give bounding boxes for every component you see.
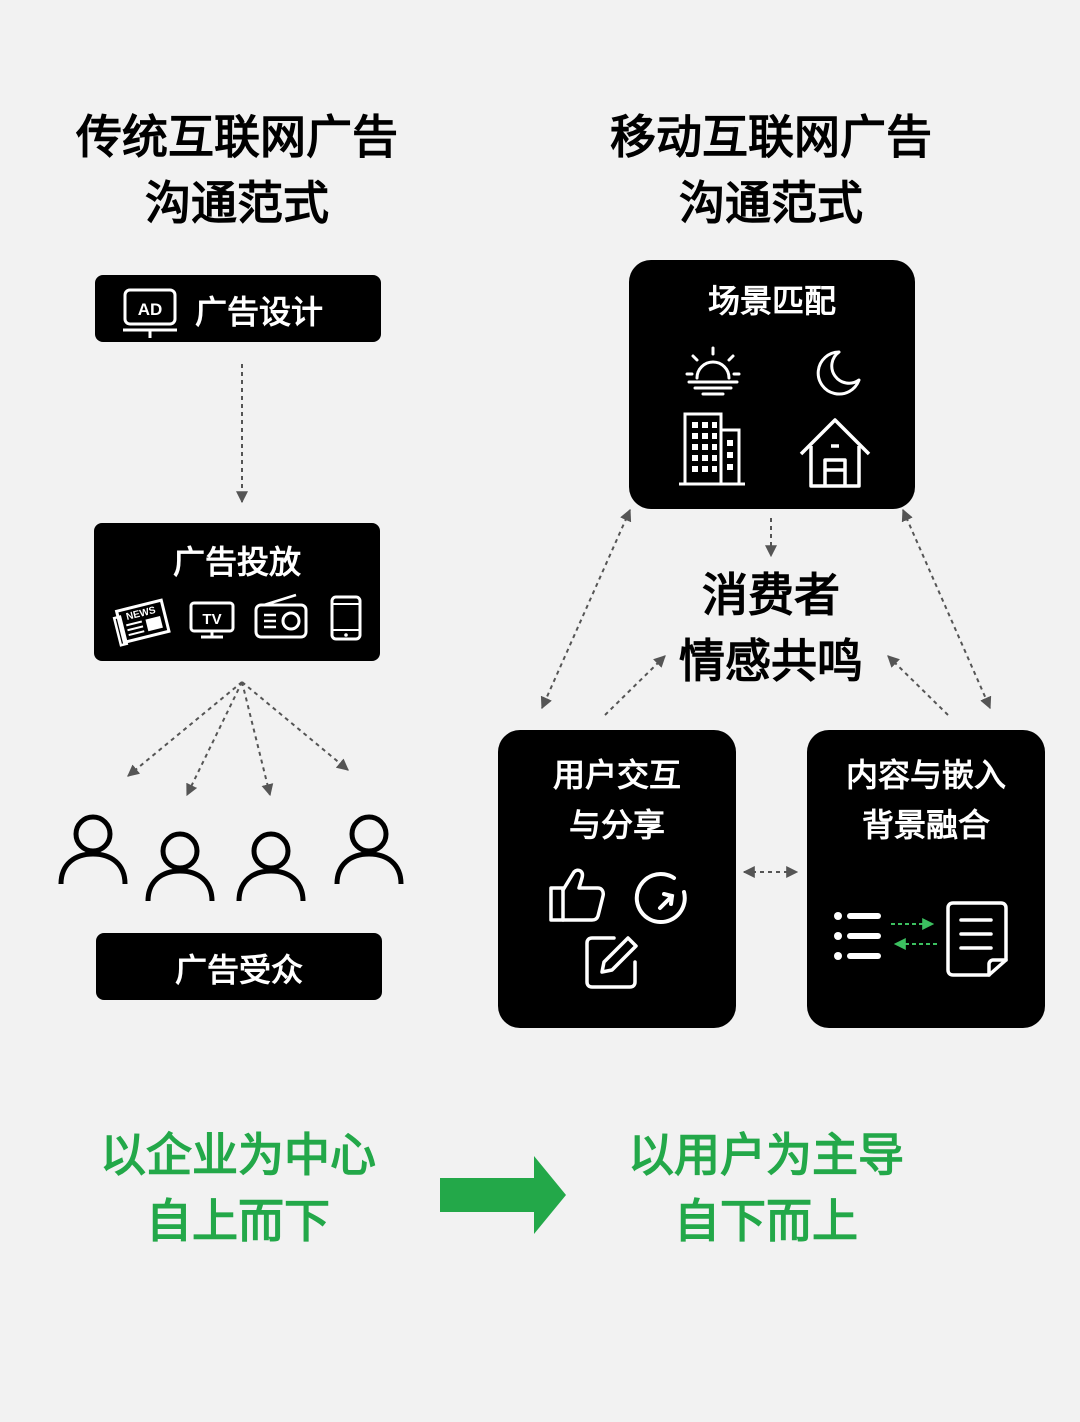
svg-text:AD: AD	[138, 300, 163, 319]
house-icon	[799, 418, 871, 488]
enterprise-centered-text: 以企业为中心 自上而下	[100, 1128, 376, 1248]
arrow-content-to-emotion	[887, 655, 949, 716]
ad-design-label: 广告设计	[195, 293, 324, 331]
arrow-to-audience-4	[241, 681, 349, 771]
ad-delivery-label: 广告投放	[172, 543, 301, 581]
ad-delivery-box: 广告投放 NEWS TV	[94, 523, 380, 661]
thumbs-up-icon	[549, 868, 605, 922]
content-fusion-box: 内容与嵌入 背景融合	[807, 730, 1045, 1028]
sunrise-icon	[685, 346, 741, 396]
arrow-to-audience-2	[186, 681, 243, 797]
person-icon	[145, 831, 215, 902]
moon-icon	[816, 350, 861, 396]
arrow-to-audience-3	[241, 681, 274, 797]
left-title: 传统互联网广告 沟通范式	[76, 110, 398, 230]
ad-design-box: AD 广告设计	[95, 275, 381, 342]
content-fusion-label: 内容与嵌入 背景融合	[845, 756, 1006, 844]
radio-icon	[254, 593, 308, 639]
audience-box: 广告受众	[96, 933, 382, 1000]
svg-text:TV: TV	[202, 611, 221, 628]
person-icon	[58, 814, 128, 885]
edit-icon	[585, 936, 638, 989]
person-icon	[236, 831, 306, 902]
arrow-scene-content	[901, 508, 992, 710]
tv-icon: TV	[189, 601, 235, 639]
ad-billboard-icon: AD	[123, 288, 177, 338]
newspaper-icon: NEWS	[112, 598, 171, 647]
right-title: 移动互联网广告 沟通范式	[610, 110, 932, 230]
audience-label: 广告受众	[174, 951, 303, 989]
arrow-scene-interaction	[540, 508, 632, 710]
user-interaction-label: 用户交互 与分享	[552, 756, 681, 844]
phone-icon	[330, 595, 362, 641]
user-led-text: 以用户为主导 自下而上	[628, 1128, 904, 1248]
scene-match-label: 场景匹配	[707, 282, 836, 320]
user-interaction-box: 用户交互 与分享	[498, 730, 736, 1028]
refresh-icon	[634, 872, 687, 925]
list-icon	[834, 912, 881, 960]
consumer-emotion-text: 消费者 情感共鸣	[679, 568, 863, 688]
right-arrow-icon	[440, 1156, 566, 1234]
person-icon	[334, 814, 404, 885]
scene-match-box: 场景匹配	[629, 260, 915, 509]
building-icon	[679, 412, 745, 486]
exchange-arrows-icon	[891, 918, 937, 950]
document-icon	[946, 901, 1008, 977]
arrow-to-audience-1	[127, 681, 243, 777]
arrow-interaction-to-emotion	[604, 655, 666, 716]
